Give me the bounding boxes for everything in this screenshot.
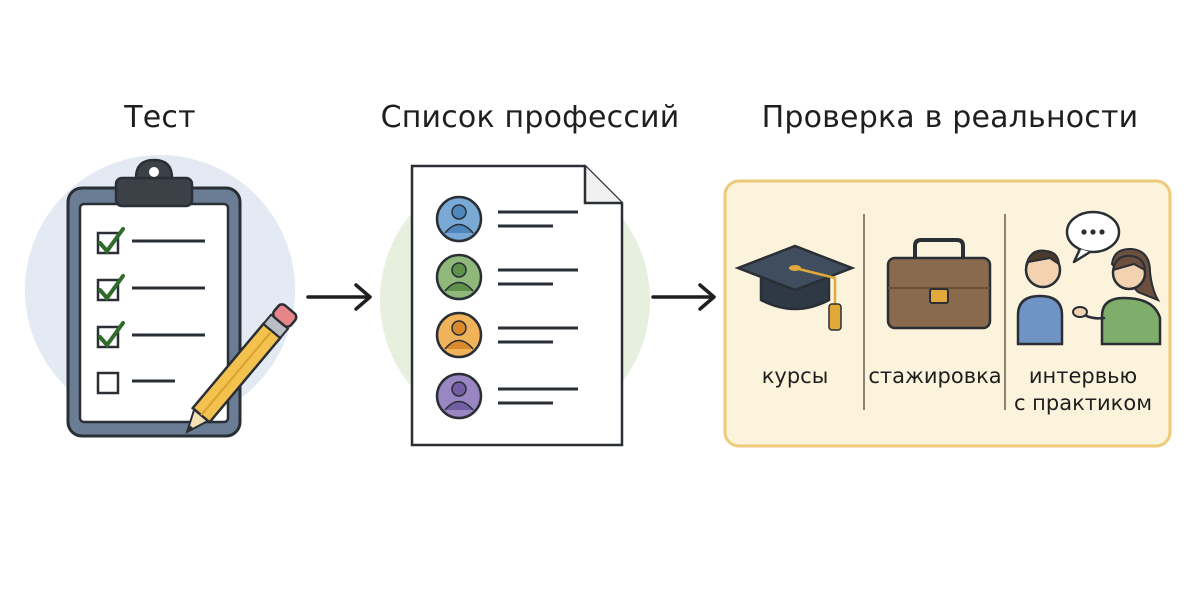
reality-item-label-internship: стажировка	[868, 364, 1002, 388]
reality-item-label-interview: интервью с практиком	[1013, 364, 1153, 415]
arrow-right-icon	[306, 283, 372, 311]
profession-avatar-green	[435, 253, 483, 301]
arrow-right-icon	[651, 283, 716, 311]
profession-avatar-orange	[435, 311, 483, 359]
profession-avatar-purple	[435, 372, 483, 420]
profession-avatar-blue	[435, 195, 483, 243]
checkbox-checked	[96, 321, 205, 349]
person-man-icon	[1016, 249, 1064, 346]
checkbox-checked	[96, 274, 205, 302]
person-woman-icon	[1072, 247, 1162, 346]
speech-bubble-icon	[1065, 210, 1121, 264]
graduation-cap-icon	[734, 244, 856, 331]
reality-item-label-courses: курсы	[761, 364, 829, 388]
checkbox-checked	[96, 227, 205, 255]
clipboard-checklist-icon	[66, 158, 242, 438]
step-title-profession-list: Список профессий	[380, 100, 680, 135]
briefcase-icon	[886, 238, 992, 330]
checkbox-empty	[96, 371, 175, 395]
step-title-test: Тест	[124, 100, 196, 135]
pencil-icon	[185, 303, 298, 435]
profession-list-document-icon	[410, 164, 624, 447]
conversation-people-icon	[1016, 210, 1162, 346]
step-title-reality-check: Проверка в реальности	[761, 100, 1139, 135]
